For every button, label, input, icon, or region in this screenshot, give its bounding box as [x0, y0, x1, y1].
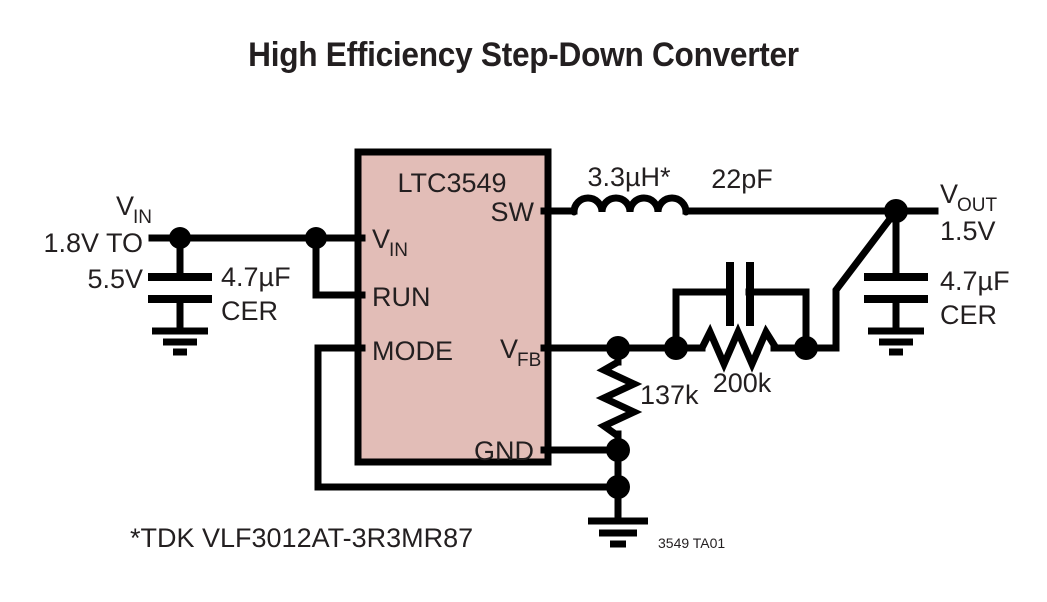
- output-vout-label-text: V: [940, 179, 958, 209]
- inductor-symbol: [570, 194, 690, 216]
- pin-label-gnd: GND: [474, 436, 534, 466]
- ic-body: [354, 148, 552, 466]
- pin-label-vin: V IN: [372, 224, 408, 261]
- resistor-200k-symbol: [698, 323, 779, 373]
- pin-label-mode: MODE: [372, 336, 453, 366]
- junction-dot-mode-return: [606, 475, 630, 499]
- pin-label-sw: SW: [491, 197, 535, 227]
- ic-part-number-label: LTC3549: [397, 168, 506, 198]
- junction-dot-gnd-pin: [606, 438, 630, 462]
- res137k-value-label: 137k: [640, 380, 699, 410]
- pin-label-vfb: V FB: [500, 334, 541, 371]
- resistor-137k-symbol: [595, 358, 643, 439]
- output-vout-label: V OUT: [940, 179, 998, 216]
- wire-mode-to-ground: [314, 344, 626, 491]
- pin-label-vfb-text: V: [500, 334, 518, 364]
- wire-vin-to-run: [312, 234, 366, 299]
- input-vin-label-subscript: IN: [133, 207, 152, 228]
- pin-label-vin-text: V: [372, 224, 390, 254]
- output-cap-type-label: CER: [940, 300, 997, 330]
- pin-label-vin-subscript: IN: [389, 240, 408, 261]
- output-vout-label-subscript: OUT: [957, 195, 998, 216]
- input-vin-label: V IN: [116, 191, 152, 228]
- input-vin-label-text: V: [116, 191, 134, 221]
- pin-label-run: RUN: [372, 282, 431, 312]
- input-range-line1: 1.8V TO: [43, 228, 143, 258]
- junction-dot-vin-run: [305, 227, 327, 249]
- pin-label-vfb-subscript: FB: [517, 350, 541, 371]
- wire-vout-feedback-diagonal: [798, 206, 901, 352]
- res200k-value-label: 200k: [713, 368, 772, 398]
- input-cap-type-label: CER: [221, 296, 278, 326]
- figure-title: High Efficiency Step-Down Converter: [248, 36, 799, 74]
- output-voltage-label: 1.5V: [940, 216, 996, 246]
- wire-cap22p-left-branch: [672, 288, 733, 352]
- output-cap-value-label: 4.7µF: [940, 266, 1010, 296]
- inductor-value-label: 3.3µH*: [587, 162, 671, 192]
- wire-cap22p-right-branch: [745, 288, 810, 352]
- figure-id-label: 3549 TA01: [658, 535, 725, 551]
- input-range-line2: 5.5V: [87, 264, 143, 294]
- footnote-inductor-part: *TDK VLF3012AT-3R3MR87: [130, 523, 473, 553]
- input-cap-value-label: 4.7µF: [221, 262, 291, 292]
- junction-dot-vin-cap: [169, 227, 191, 249]
- cap22p-value-label: 22pF: [711, 164, 773, 194]
